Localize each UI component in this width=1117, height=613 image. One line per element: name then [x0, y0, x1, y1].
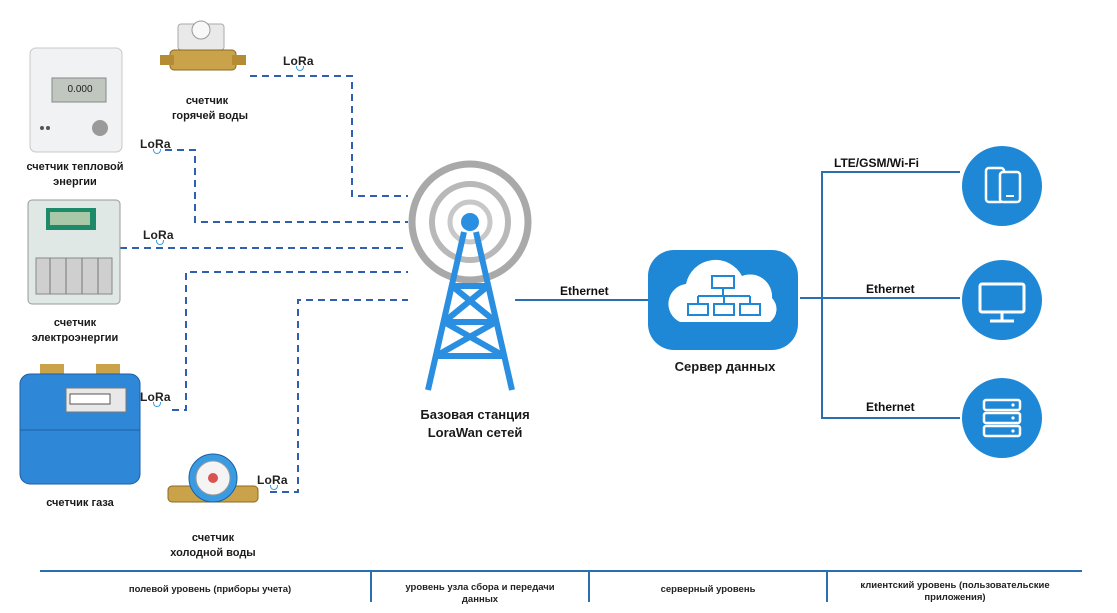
hot-water-meter-label: счетчик горячей воды: [172, 95, 249, 122]
cloud-server-icon: [648, 250, 798, 350]
level-server: серверный уровень: [660, 584, 756, 595]
client-bus: [821, 171, 960, 419]
solid-links: [515, 171, 960, 419]
monitor-icon[interactable]: [962, 260, 1042, 340]
level-client: клиентский уровень (пользовательские при…: [860, 580, 1050, 603]
ethernet-desktop-label: Ethernet: [866, 282, 915, 296]
ethernet-station-server-label: Ethernet: [560, 284, 609, 298]
level-collection: уровень узла сбора и передачи данных: [405, 582, 555, 605]
lora-badge-cold-water: LoRa: [257, 473, 288, 490]
cold-water-meter-image: [167, 453, 259, 503]
levels-separator: [826, 572, 828, 602]
base-station-icon: [408, 160, 532, 391]
levels-divider: [40, 570, 1082, 572]
gas-meter-label: счетчик газа: [46, 497, 114, 509]
hot-water-meter-image: [160, 20, 246, 71]
base-station-label: Базовая станция LoraWan сетей: [420, 407, 530, 440]
heat-meter-display: 0.000: [67, 84, 93, 95]
link-hot-water: [250, 75, 408, 197]
lte-gsm-wifi-label: LTE/GSM/Wi-Fi: [834, 156, 919, 170]
levels-separator: [370, 572, 372, 602]
gas-meter-image: [19, 364, 141, 485]
link-heat: [165, 149, 408, 223]
heat-meter-label: счетчик тепловой энергии: [26, 161, 124, 188]
lora-badge-hot-water: LoRa: [283, 54, 314, 71]
level-field: полевой уровень (приборы учета): [128, 584, 292, 595]
mobile-devices-icon[interactable]: [962, 146, 1042, 226]
link-cold-water: [270, 299, 408, 493]
lora-badge-electric: LoRa: [143, 228, 174, 245]
link-gas: [172, 271, 408, 411]
ethernet-storage-label: Ethernet: [866, 400, 915, 414]
levels-footer: полевой уровень (приборы учета) уровень …: [0, 570, 1117, 613]
electric-meter-image: [27, 199, 121, 305]
lora-links: [120, 75, 408, 493]
cold-water-meter-label: счетчик холодной воды: [170, 532, 256, 559]
electric-meter-label: счетчик электроэнергии: [31, 317, 119, 344]
lora-badge-gas: LoRa: [140, 390, 171, 407]
server-rack-icon[interactable]: [962, 378, 1042, 458]
heat-meter-image: [29, 47, 123, 153]
server-label: Сервер данных: [674, 359, 776, 374]
lora-badge-heat: LoRa: [140, 137, 171, 154]
levels-separator: [588, 572, 590, 602]
